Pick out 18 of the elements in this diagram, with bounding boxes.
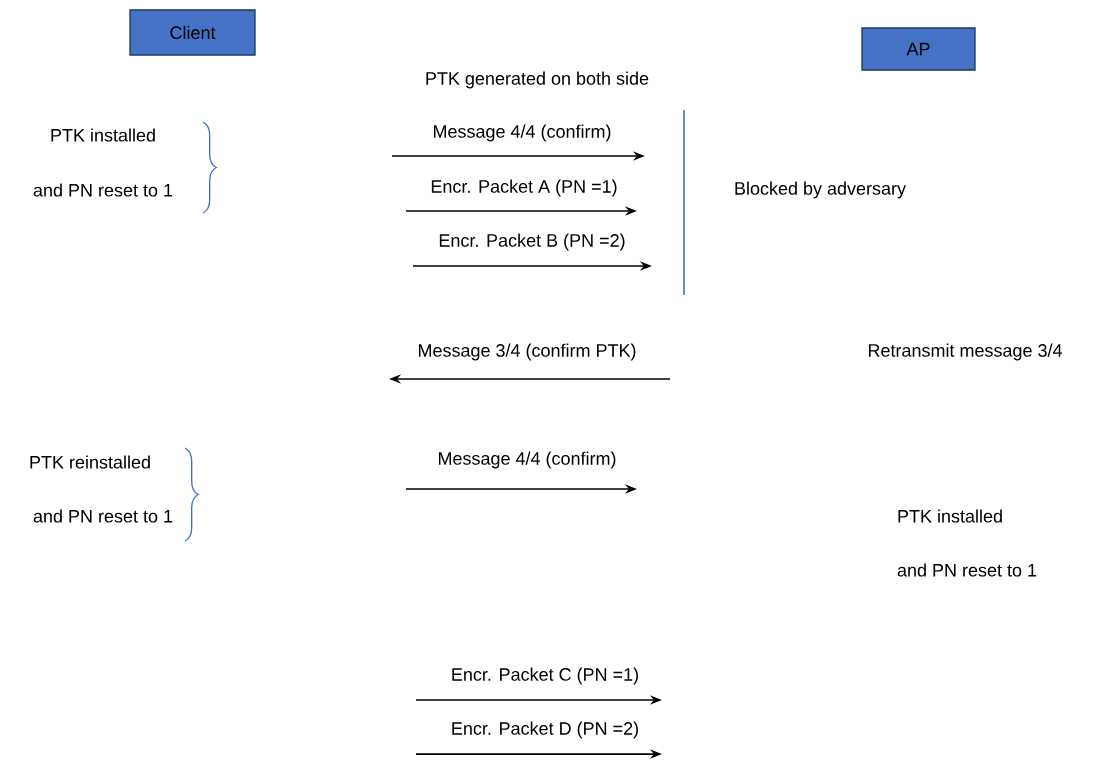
step-text: PTK installed: [51, 128, 155, 142]
step-text: and PN reset to 1: [33, 183, 173, 197]
step-text: PTK installed: [898, 509, 1002, 523]
entity-box: Client: [129, 9, 256, 56]
step-text: and PN reset to 1: [33, 509, 173, 523]
entity-box: AP: [861, 27, 976, 71]
note-text: PTK generated on both side: [426, 71, 649, 89]
message-label: Encr. Packet A (PN =1): [431, 179, 617, 197]
step-text: and PN reset to 1: [897, 563, 1037, 577]
message-label: Encr. Packet C (PN =1): [452, 667, 638, 685]
message-label: Message 3/4 (confirm PTK): [418, 343, 636, 361]
note-text: Retransmit message 3/4: [868, 343, 1062, 361]
message-label: Encr. Packet B (PN =2): [439, 233, 625, 251]
message-label: Message 4/4 (confirm): [438, 451, 616, 469]
message-label: Message 4/4 (confirm): [433, 124, 611, 142]
note-text: Blocked by adversary: [735, 181, 906, 199]
message-label: Encr. Packet D (PN =2): [452, 721, 638, 739]
step-text: PTK reinstalled: [30, 455, 150, 469]
